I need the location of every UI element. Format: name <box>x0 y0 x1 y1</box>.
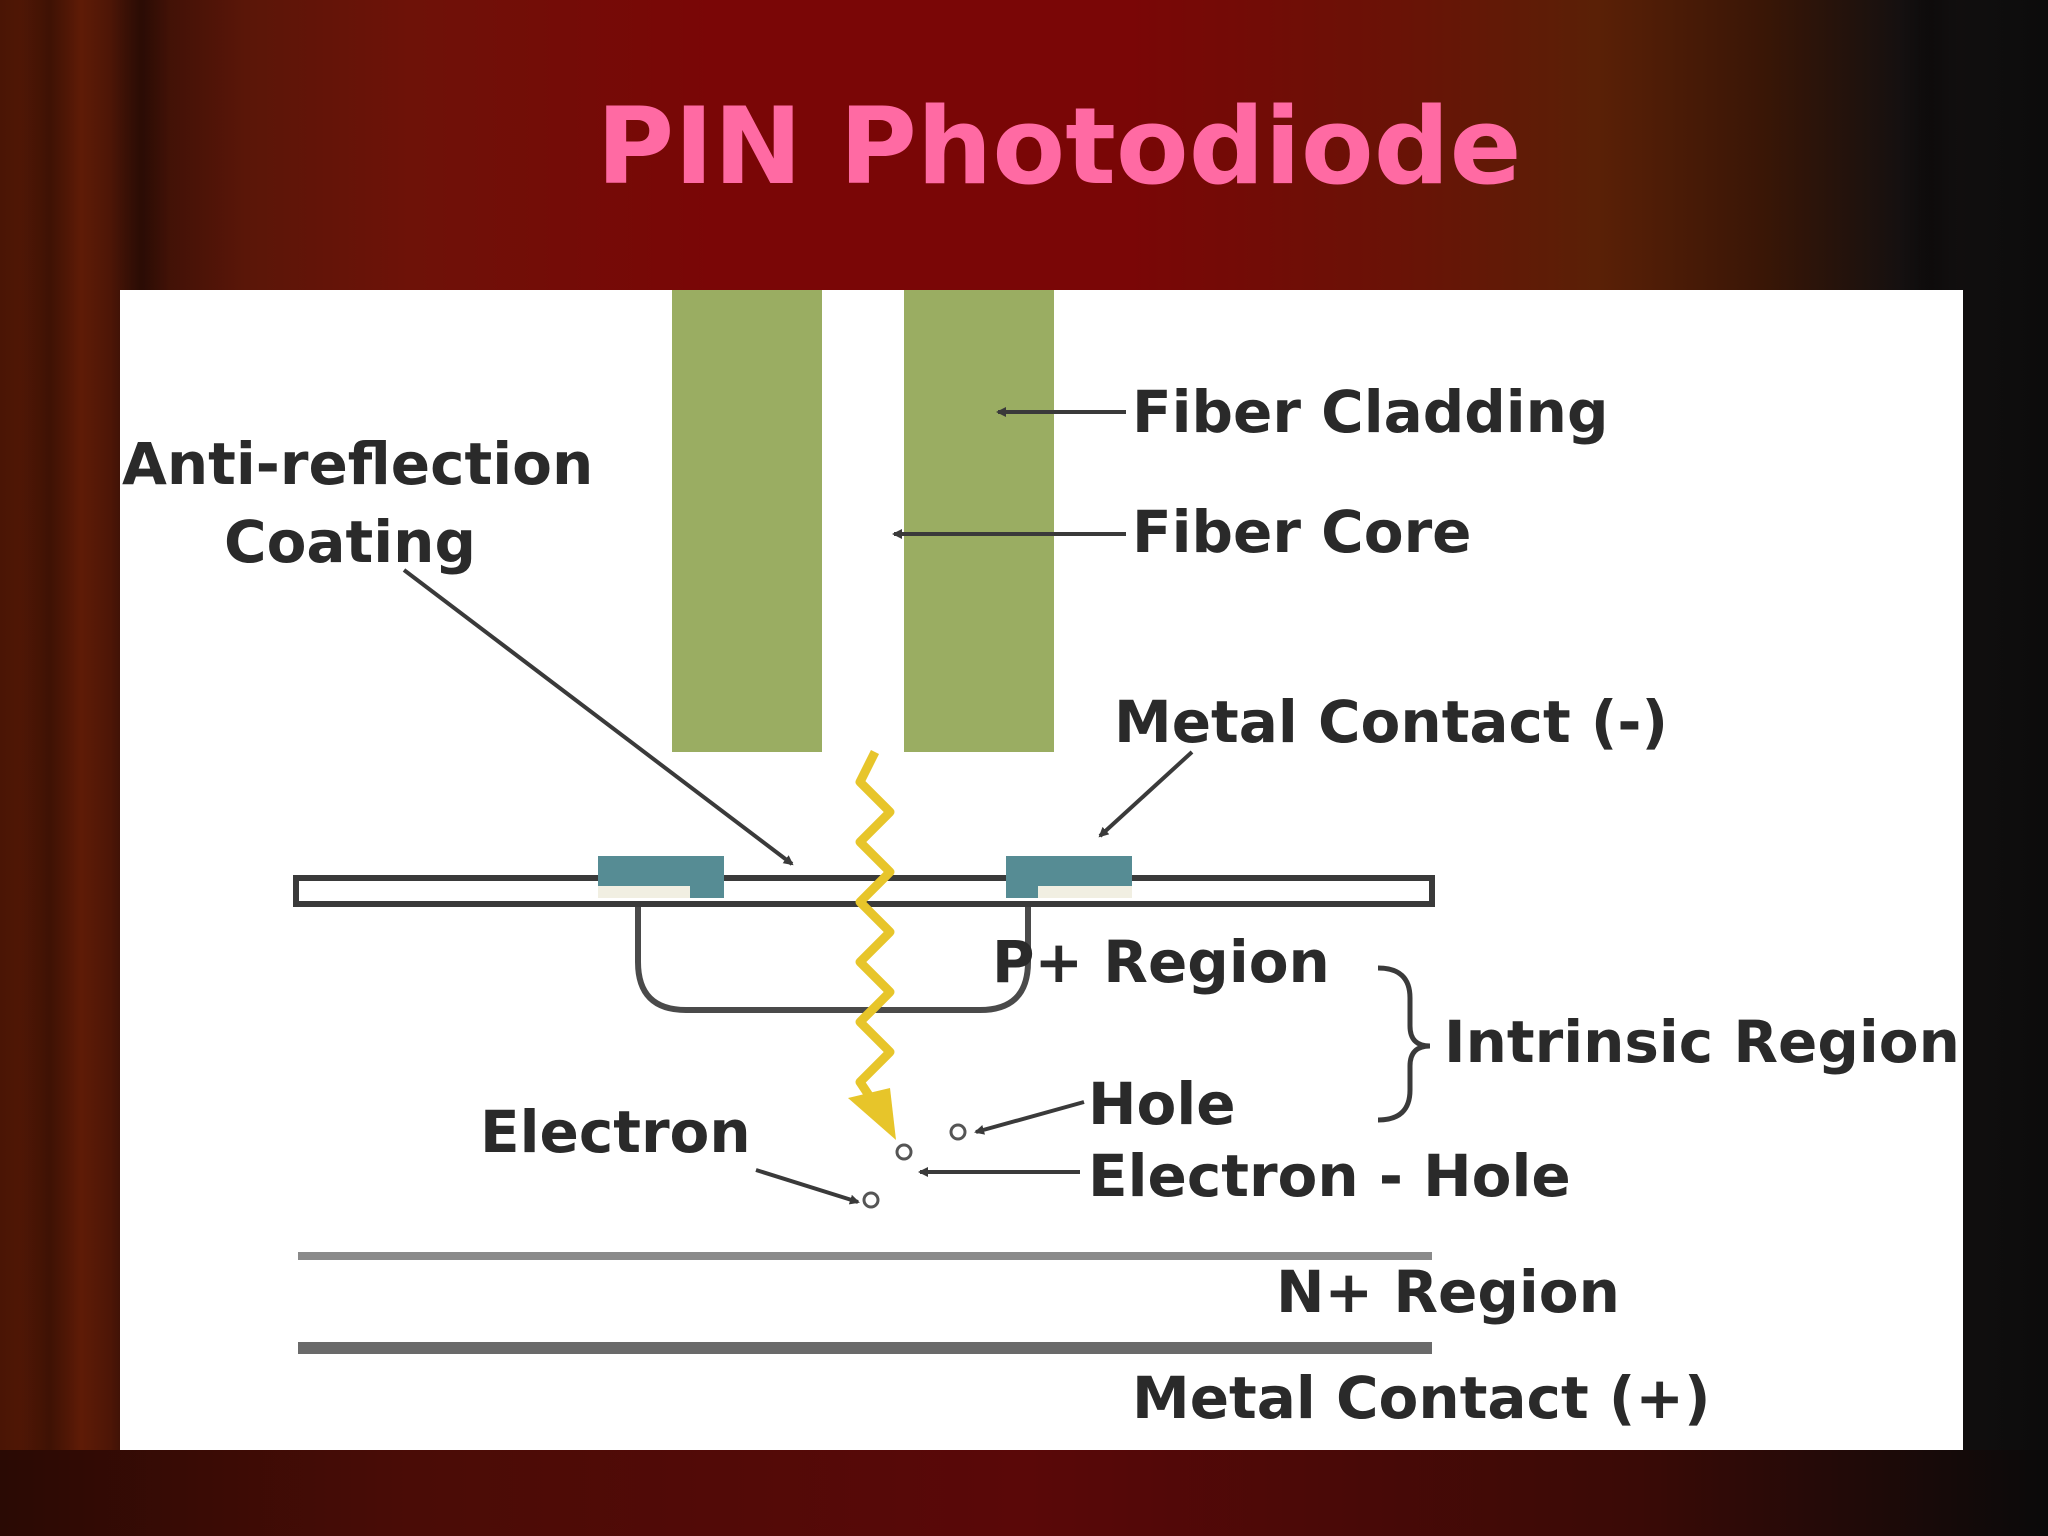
light-ray-path <box>855 749 895 1115</box>
optical-fiber <box>672 290 1054 752</box>
label-anti-reflection-line1: Anti-reflection <box>122 430 593 498</box>
hole-dot <box>949 1123 967 1141</box>
electron-dot <box>862 1191 880 1209</box>
fiber-cladding-left <box>672 290 822 752</box>
metal-contacts-negative <box>598 856 1132 898</box>
label-electron: Electron <box>480 1098 751 1166</box>
label-electron-hole: Electron - Hole <box>1088 1142 1571 1210</box>
diagram-panel: Fiber Cladding Fiber Core Anti-reflectio… <box>120 290 1963 1450</box>
label-fiber-core: Fiber Core <box>1132 498 1472 566</box>
intrinsic-region-brace <box>1377 965 1431 1123</box>
fiber-core <box>822 290 904 752</box>
label-intrinsic-region: Intrinsic Region <box>1444 1008 1960 1076</box>
electron-hole-pair <box>862 1123 967 1209</box>
light-ray <box>848 749 896 1140</box>
leader-lines <box>402 407 1194 1205</box>
leader-electron <box>755 1168 860 1205</box>
label-anti-reflection-line2: Coating <box>224 508 476 576</box>
label-fiber-cladding: Fiber Cladding <box>1132 378 1608 446</box>
leader-hole <box>974 1100 1085 1135</box>
pin-photodiode-diagram: Fiber Cladding Fiber Core Anti-reflectio… <box>122 290 1960 1432</box>
fiber-cladding-right <box>904 290 1054 752</box>
p-region-well <box>635 907 1031 1013</box>
light-ray-arrowhead <box>848 1088 896 1140</box>
curtain-bottom-band <box>0 1450 2048 1536</box>
leader-metal-contact-neg <box>1098 750 1194 838</box>
label-hole: Hole <box>1088 1070 1236 1138</box>
label-metal-contact-negative: Metal Contact (-) <box>1114 688 1668 756</box>
label-n-region: N+ Region <box>1276 1258 1620 1326</box>
leader-anti-reflection <box>402 568 794 866</box>
metal-contact-right-base <box>1038 886 1132 898</box>
metal-contact-left-base <box>598 886 690 898</box>
pair-dot <box>895 1143 913 1161</box>
slide-title: PIN Photodiode <box>596 85 1522 208</box>
label-p-region: P+ Region <box>992 928 1330 996</box>
curtain-fold <box>20 0 80 1536</box>
label-metal-contact-positive: Metal Contact (+) <box>1132 1364 1710 1432</box>
